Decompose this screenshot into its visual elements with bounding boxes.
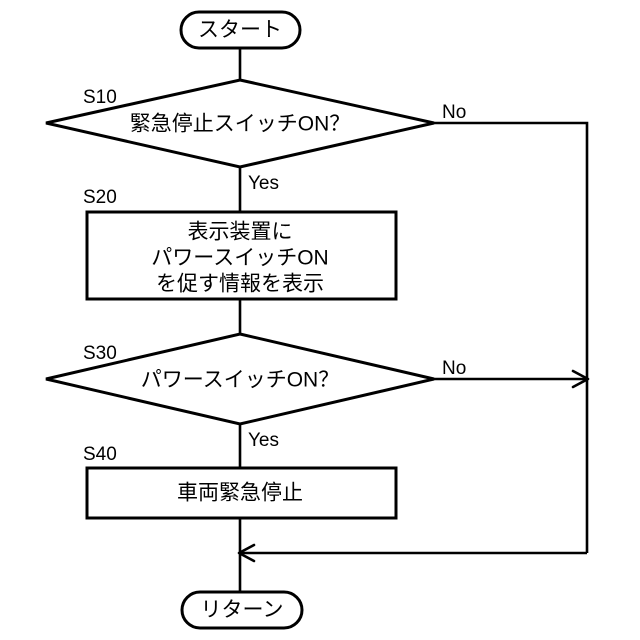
- branch-label-s30-no: No: [442, 358, 466, 379]
- process-s20-line1: 表示装置に: [188, 221, 293, 244]
- step-label-s10: S10: [83, 87, 117, 108]
- step-label-s30: S30: [83, 343, 117, 364]
- branch-label-s10-no: No: [442, 102, 466, 123]
- process-s20-line3: を促す情報を表示: [156, 273, 324, 296]
- start-terminal-label: スタート: [198, 19, 282, 42]
- arrowhead-s30-no: [571, 369, 590, 389]
- decision-s30[interactable]: [45, 332, 435, 426]
- decision-s10-label: 緊急停止スイッチON？: [130, 113, 351, 136]
- process-s40-label: 車両緊急停止: [177, 482, 303, 505]
- arrowhead-bottom-rail: [237, 543, 256, 563]
- process-s20[interactable]: [85, 210, 398, 301]
- step-label-s40: S40: [83, 444, 117, 465]
- decision-s10[interactable]: [45, 78, 435, 169]
- process-s40[interactable]: [85, 466, 398, 520]
- decision-s30-label: パワースイッチON？: [141, 369, 339, 392]
- start-terminal[interactable]: [179, 10, 302, 50]
- return-terminal-label: リターン: [201, 599, 284, 622]
- step-label-s20: S20: [83, 187, 117, 208]
- connector-s10-no-branch: [434, 121, 589, 553]
- branch-label-s10-yes: Yes: [248, 173, 279, 194]
- return-terminal[interactable]: [180, 590, 304, 630]
- process-s20-line2: パワースイッチON: [151, 247, 328, 270]
- branch-label-s30-yes: Yes: [248, 430, 279, 451]
